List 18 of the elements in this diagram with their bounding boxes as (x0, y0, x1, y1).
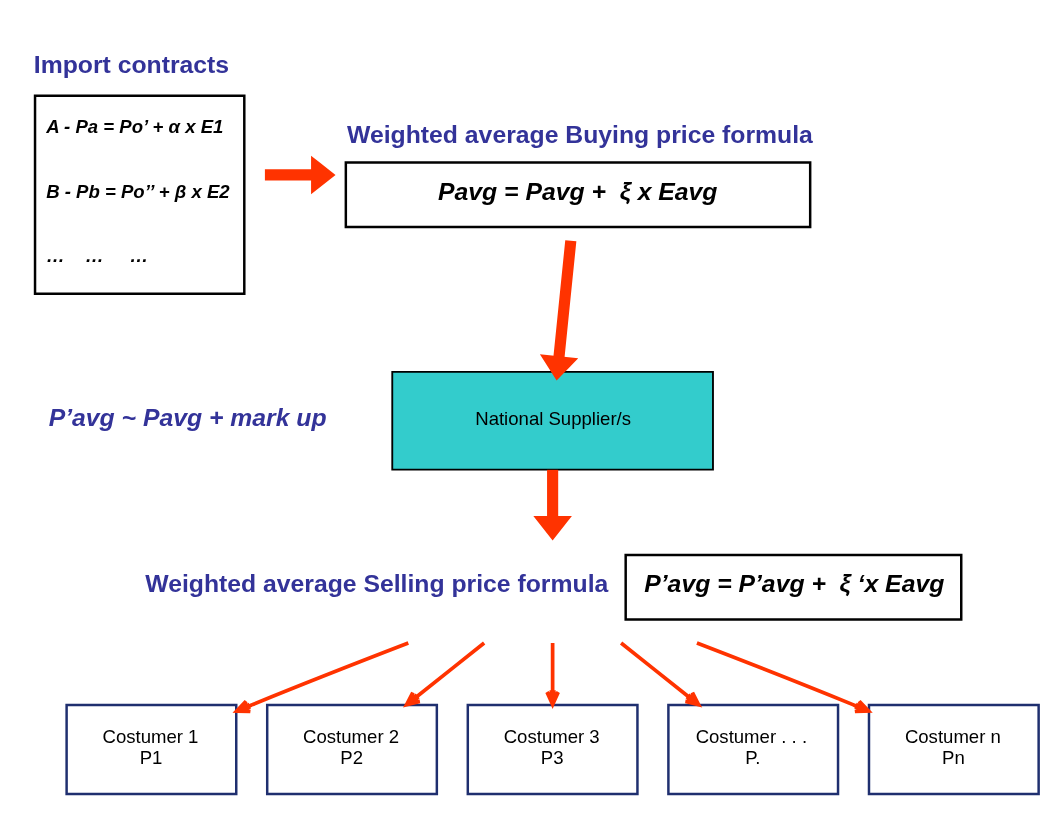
node-box: Costumer . . . P. (667, 703, 840, 796)
arrow (234, 641, 409, 714)
node-box: National Supplier/s (391, 370, 714, 471)
label: P’avg ~ Pavg + mark up (48, 403, 327, 431)
arrow (264, 155, 336, 195)
arrow (696, 641, 871, 714)
node-label: Weighted average Buying price formula (347, 120, 813, 148)
node-box: Costumer 2 P2 (265, 703, 439, 796)
node-box: Costumer 1 P1 (65, 703, 238, 796)
node-label: Weighted average Selling price formula (145, 570, 609, 598)
node-label: Import contracts (33, 51, 230, 79)
arrow (533, 469, 572, 541)
node-box: Costumer n Pn (867, 703, 1040, 796)
arrow (545, 643, 561, 707)
node-box: Costumer 3 P3 (466, 703, 639, 796)
arrow (539, 240, 579, 381)
arrow (404, 641, 486, 707)
arrow (619, 641, 701, 707)
